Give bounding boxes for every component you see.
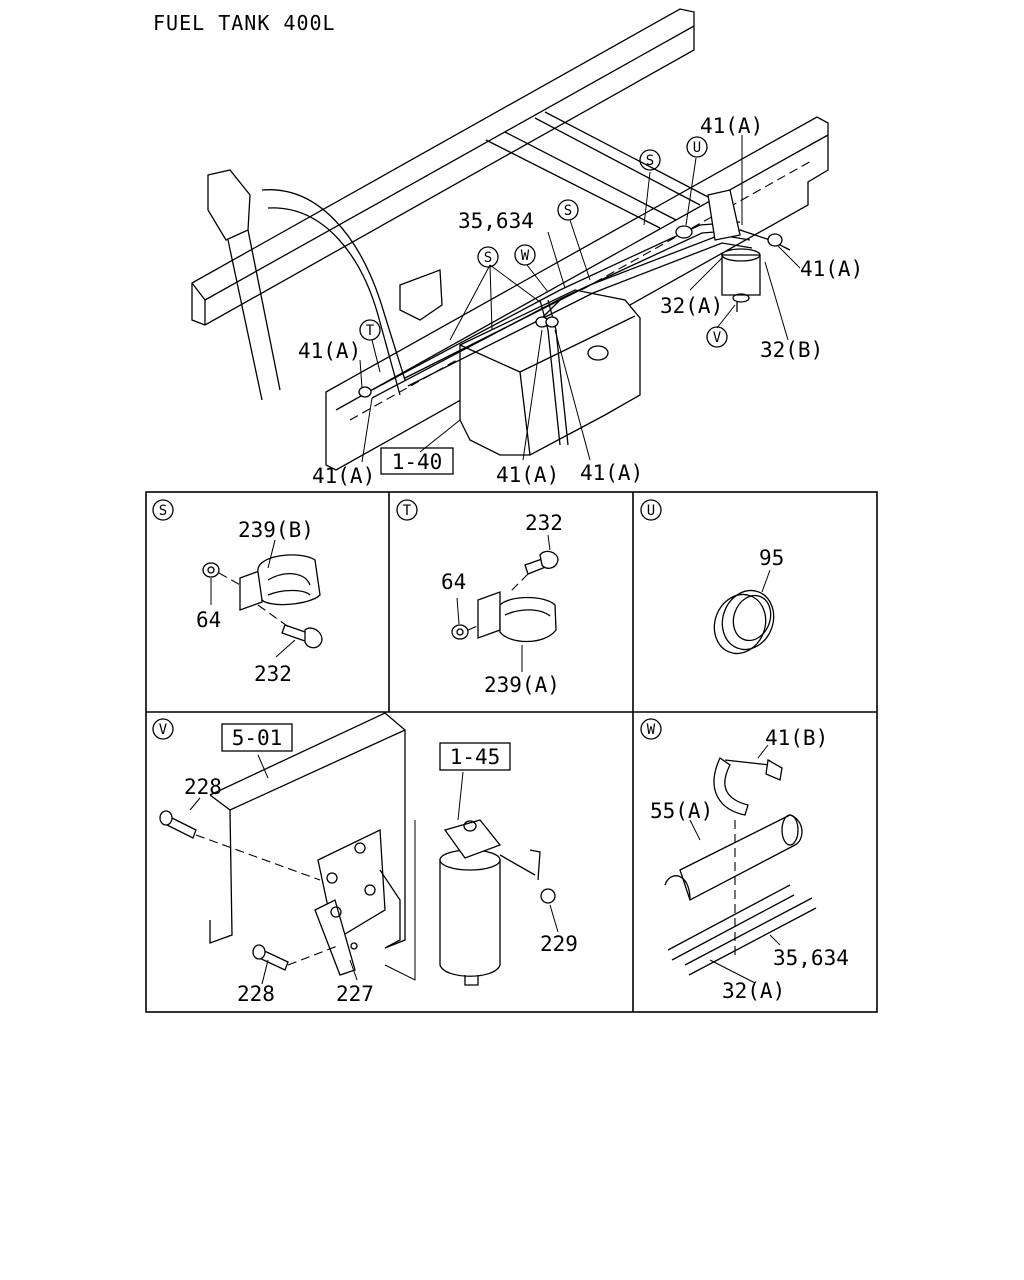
bolt-232 <box>281 624 323 649</box>
label-32a: 32(A) <box>722 979 785 1003</box>
label-228-bottom: 228 <box>237 982 275 1006</box>
frame-section <box>209 712 406 949</box>
panel-v-tag: V <box>159 722 168 738</box>
svg-text:5-01: 5-01 <box>232 726 283 750</box>
label-41a-top: 41(A) <box>700 114 763 138</box>
label-41a-bottom-right: 41(A) <box>580 461 643 485</box>
label-35-634: 35,634 <box>458 209 534 233</box>
svg-text:V: V <box>713 330 722 346</box>
panel-v: V <box>152 712 578 1006</box>
bolt-228-top <box>159 810 197 839</box>
label-32b: 32(B) <box>760 338 823 362</box>
fuel-tank <box>459 289 641 456</box>
label-239a: 239(A) <box>484 673 560 697</box>
protector-55a <box>664 814 803 901</box>
pipe-clips <box>358 225 783 398</box>
label-41a-bottom-left: 41(A) <box>312 464 375 488</box>
label-95: 95 <box>759 546 784 570</box>
panel-t-tag: T <box>403 503 412 519</box>
label-55a: 55(A) <box>650 799 713 823</box>
callout-u-top: U <box>686 136 708 158</box>
label-35-634: 35,634 <box>773 946 849 970</box>
panel-w: W 41(B) 55(A) 35,634 32(A) <box>640 718 849 1003</box>
svg-text:W: W <box>521 248 530 264</box>
svg-text:U: U <box>693 140 701 156</box>
svg-text:T: T <box>366 323 375 339</box>
label-239b: 239(B) <box>238 518 314 542</box>
fuel-filter-1-45 <box>439 819 541 986</box>
bolt-228-bottom <box>252 944 289 971</box>
callout-s-mid: S <box>557 199 579 221</box>
clamp-239b <box>239 554 321 611</box>
label-32a: 32(A) <box>660 294 723 318</box>
main-assembly-view: S U S W S T V 41(A) 41(A) 35,634 32 <box>191 8 863 488</box>
ref-box-5-01: 5-01 <box>221 723 293 752</box>
bracket-227 <box>314 828 401 976</box>
callout-v-bottom: V <box>706 326 728 348</box>
nut-64 <box>202 562 220 578</box>
label-41a-bottom-mid: 41(A) <box>496 463 559 487</box>
panel-u-tag: U <box>647 503 655 519</box>
label-41a-right: 41(A) <box>800 257 863 281</box>
bolt-232 <box>524 550 559 575</box>
clamp-239a <box>477 591 557 643</box>
ref-box-1-40: 1-40 <box>380 447 454 475</box>
panel-s-tag: S <box>159 503 167 519</box>
callout-s-top: S <box>639 149 661 171</box>
band-41b <box>713 757 783 816</box>
callout-s-left: S <box>477 246 499 268</box>
label-232: 232 <box>525 511 563 535</box>
svg-text:1-40: 1-40 <box>392 450 443 474</box>
cross-member <box>485 111 711 229</box>
nut-229 <box>540 888 556 904</box>
nut-64 <box>451 624 469 640</box>
label-229: 229 <box>540 932 578 956</box>
diagram-title: FUEL TANK 400L <box>153 11 336 35</box>
label-227: 227 <box>336 982 374 1006</box>
tank-bracket-left <box>207 169 443 401</box>
pipe-32a <box>667 884 795 961</box>
callout-t-left: T <box>359 319 381 341</box>
label-41a-left: 41(A) <box>298 339 361 363</box>
svg-text:S: S <box>484 250 492 266</box>
panel-u: U 95 <box>640 499 784 655</box>
panel-s: S 239(B) 64 232 <box>152 499 323 686</box>
label-232: 232 <box>254 662 292 686</box>
label-64: 64 <box>196 608 221 632</box>
svg-text:S: S <box>564 203 572 219</box>
svg-text:1-45: 1-45 <box>450 745 501 769</box>
grommet-95 <box>713 589 775 655</box>
callout-w-mid: W <box>514 244 536 266</box>
leader-lines <box>359 135 801 463</box>
label-228-top: 228 <box>184 775 222 799</box>
fuel-filter-main <box>707 189 761 312</box>
label-41b: 41(B) <box>765 726 828 750</box>
svg-text:S: S <box>646 153 654 169</box>
frame-rail-upper <box>191 8 695 326</box>
pipe-35-634 <box>684 897 817 976</box>
panel-t: T 232 64 239(A) <box>396 499 563 697</box>
detail-panels-grid <box>145 491 878 1013</box>
ref-box-1-45: 1-45 <box>439 742 511 771</box>
label-64: 64 <box>441 570 466 594</box>
panel-w-tag: W <box>647 722 656 738</box>
